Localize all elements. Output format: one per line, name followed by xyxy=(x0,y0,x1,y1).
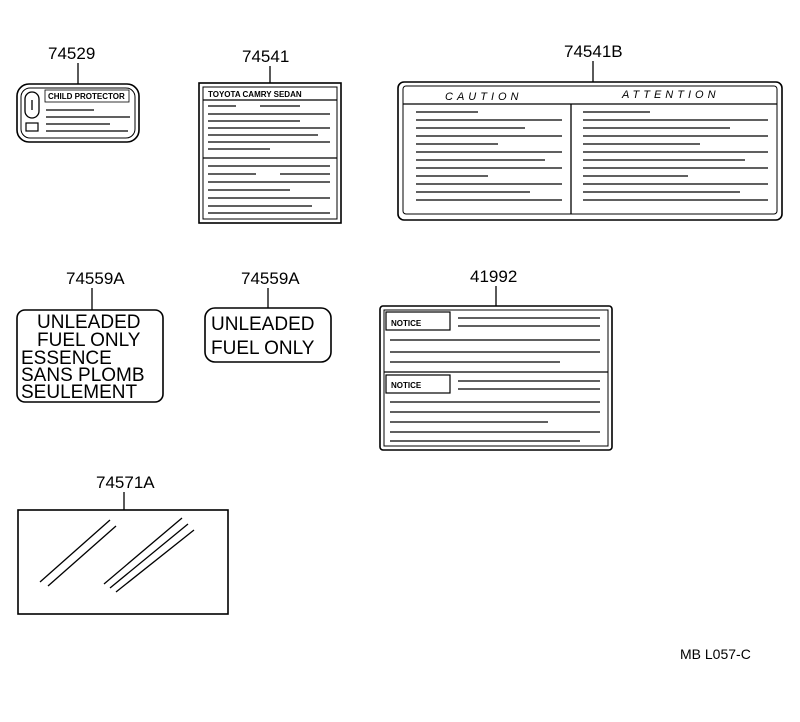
label-inner-border-74541b xyxy=(402,85,778,215)
notice-bottom-text-lines xyxy=(390,380,600,442)
part-number-74529: 74529 xyxy=(48,44,95,63)
label-41992: 41992 NOTICE NOTICE xyxy=(379,267,613,451)
line-unleaded: UNLEADED xyxy=(37,312,140,333)
header-text-74541: TOYOTA CAMRY SEDAN xyxy=(208,90,302,99)
notice-top-text-lines xyxy=(390,317,600,363)
label-74541b: 74541B CAUTION ATTENTION xyxy=(397,42,783,221)
line-fuel-only: FUEL ONLY xyxy=(211,338,315,359)
label-74559a-bilingual: 74559A UNLEADED FUEL ONLY ESSENCE SANS P… xyxy=(16,269,164,403)
label-inner-border-74529 xyxy=(20,87,136,139)
diagram-code: MB L057-C xyxy=(680,646,751,662)
upper-text-lines-74541 xyxy=(208,105,330,150)
header-text-74529: CHILD PROTECTOR xyxy=(48,92,125,101)
glass-reflection-icon xyxy=(39,517,195,593)
label-outline-74571a xyxy=(17,509,229,615)
part-number-74559a-bilingual: 74559A xyxy=(66,269,125,288)
caution-text-lines xyxy=(416,111,562,201)
label-outline-74559a-bilingual xyxy=(16,309,164,403)
lock-square-icon xyxy=(25,122,39,132)
part-number-74571a: 74571A xyxy=(96,473,155,492)
label-74559a: 74559A UNLEADED FUEL ONLY xyxy=(204,269,332,363)
label-74529: 74529 CHILD PROTECTOR xyxy=(16,44,140,143)
header-frame-74529 xyxy=(44,89,130,103)
notice-heading-top: NOTICE xyxy=(391,319,422,328)
label-inner-border-74541 xyxy=(202,86,338,220)
line-seulement: SEULEMENT xyxy=(21,382,138,403)
part-number-41992: 41992 xyxy=(470,267,517,286)
attention-heading: ATTENTION xyxy=(621,89,720,101)
child-lock-icon xyxy=(24,91,40,119)
line-essence: ESSENCE xyxy=(21,348,112,369)
part-number-74541b: 74541B xyxy=(564,42,623,61)
lower-text-lines-74541 xyxy=(208,165,330,214)
label-outline-74541 xyxy=(198,82,342,224)
part-number-74559a: 74559A xyxy=(241,269,300,288)
notice-badge-top xyxy=(385,311,451,331)
line-fuel-only: FUEL ONLY xyxy=(37,330,141,351)
label-outline-74559a xyxy=(204,307,332,363)
label-inner-border-41992 xyxy=(383,309,609,447)
label-outline-74529 xyxy=(16,83,140,143)
notice-heading-bottom: NOTICE xyxy=(391,381,422,390)
label-outline-74541b xyxy=(397,81,783,221)
attention-text-lines xyxy=(583,111,768,201)
part-number-74541: 74541 xyxy=(242,47,289,66)
label-74541: 74541 TOYOTA CAMRY SEDAN xyxy=(198,47,342,224)
line-sans-plomb: SANS PLOMB xyxy=(21,365,145,386)
notice-badge-bottom xyxy=(385,374,451,394)
label-outline-41992 xyxy=(379,305,613,451)
caution-heading: CAUTION xyxy=(445,91,523,103)
line-unleaded: UNLEADED xyxy=(211,314,314,335)
label-74571a: 74571A xyxy=(17,473,229,615)
